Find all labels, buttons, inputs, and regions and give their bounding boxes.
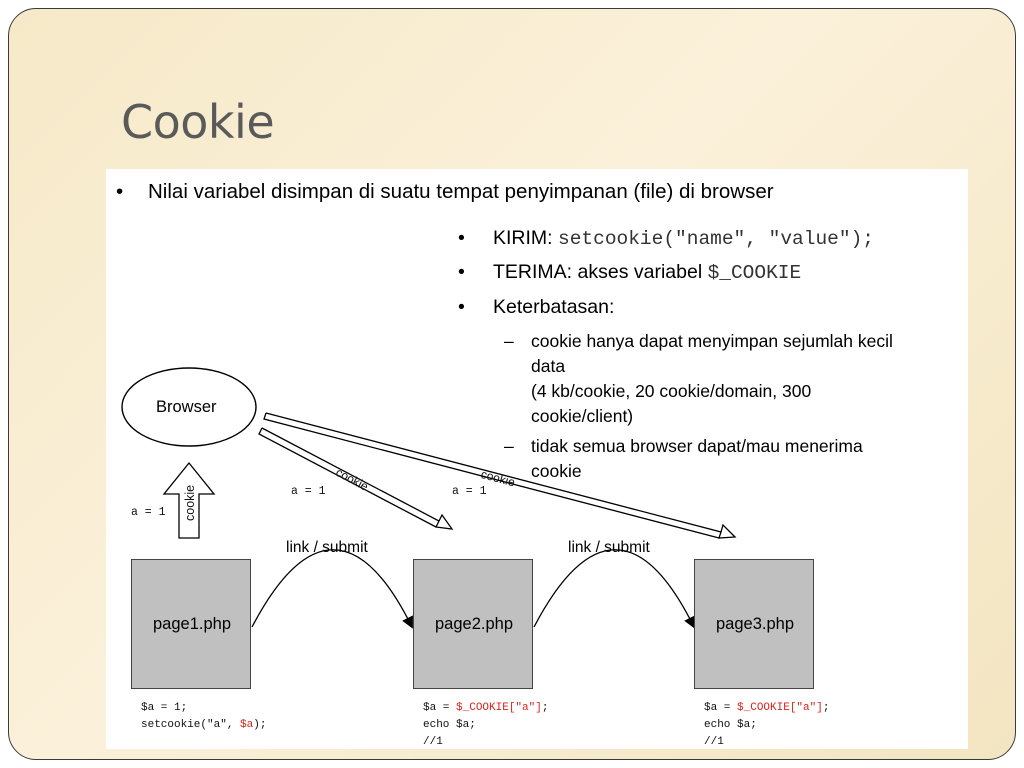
- a-eq-1-left: a = 1: [131, 506, 166, 519]
- page2-label: page2.php: [435, 615, 513, 633]
- diagram-graphics: [121, 367, 737, 629]
- p1-line1: $a = 1;: [141, 702, 188, 714]
- link-submit-label-1: link / submit: [286, 539, 368, 556]
- p2-line1-cookie: $_COOKIE["a"]: [456, 702, 542, 714]
- link-submit-arrow-2: [533, 549, 695, 629]
- terima-line: TERIMA: akses variabel $_COOKIE: [493, 261, 801, 284]
- limit-text-1: cookie hanya dapat menyimpan sejumlah ke…: [531, 331, 893, 426]
- page1-code: $a = 1; setcookie("a", $a);: [141, 700, 266, 734]
- bullet-dot: •: [458, 296, 465, 318]
- bullet-dot: •: [458, 227, 465, 249]
- kirim-line: KIRIM: setcookie("name", "value");: [493, 227, 874, 250]
- p3-line1a: $a =: [704, 702, 738, 714]
- main-bullet-text: Nilai variabel disimpan di suatu tempat …: [148, 180, 774, 203]
- dash-marker: –: [504, 436, 514, 456]
- p2-line2: echo $a;: [423, 719, 476, 731]
- page3-box: page3.php: [694, 559, 814, 689]
- slide-title: Cookie: [121, 95, 275, 149]
- p2-line3: //1: [423, 736, 443, 748]
- a-eq-1-mid: a = 1: [291, 485, 326, 498]
- cookie-arrow-to-page3: [263, 412, 737, 539]
- p3-line2: echo $a;: [704, 719, 757, 731]
- page2-box: page2.php: [413, 559, 533, 689]
- terima-label: TERIMA: akses variabel: [493, 261, 708, 283]
- p1-line2a: setcookie("a",: [141, 719, 241, 731]
- page1-label: page1.php: [153, 615, 231, 633]
- p3-line1b: ;: [822, 702, 830, 714]
- cookie-arrow-to-page2: [258, 427, 454, 530]
- limit-text-2: tidak semua browser dapat/mau menerima c…: [531, 436, 863, 481]
- cookie-up-label: cookie: [183, 484, 197, 521]
- content-image: • Nilai variabel disimpan di suatu tempa…: [106, 169, 968, 749]
- p2-line1b: ;: [541, 702, 549, 714]
- slide-frame: Cookie • Nilai variabel disimpan di suat…: [8, 8, 1016, 760]
- bullet-dot: •: [116, 180, 124, 203]
- link-submit-arrow-1: [251, 549, 413, 629]
- kirim-label: KIRIM:: [493, 227, 559, 249]
- p3-line1-cookie: $_COOKIE["a"]: [737, 702, 823, 714]
- terima-code: $_COOKIE: [707, 262, 802, 284]
- keterbatasan-label: Keterbatasan:: [493, 296, 615, 318]
- page3-label: page3.php: [716, 615, 794, 633]
- page1-box: page1.php: [131, 559, 251, 689]
- p1-line2-var: $a: [240, 719, 254, 731]
- page3-code: $a = $_COOKIE["a"]; echo $a; //1: [704, 700, 829, 749]
- browser-label: Browser: [156, 398, 217, 416]
- p3-line3: //1: [704, 736, 724, 748]
- cookie-up-arrow: [162, 461, 216, 539]
- page2-code: $a = $_COOKIE["a"]; echo $a; //1: [423, 700, 548, 749]
- bullet-dot: •: [458, 261, 465, 283]
- browser-node: [121, 367, 257, 447]
- kirim-code: setcookie("name", "value");: [558, 228, 874, 250]
- p2-line1a: $a =: [423, 702, 457, 714]
- a-eq-1-right: a = 1: [452, 485, 487, 498]
- dash-marker: –: [504, 331, 514, 351]
- link-submit-label-2: link / submit: [568, 539, 650, 556]
- p1-line2b: );: [253, 719, 267, 731]
